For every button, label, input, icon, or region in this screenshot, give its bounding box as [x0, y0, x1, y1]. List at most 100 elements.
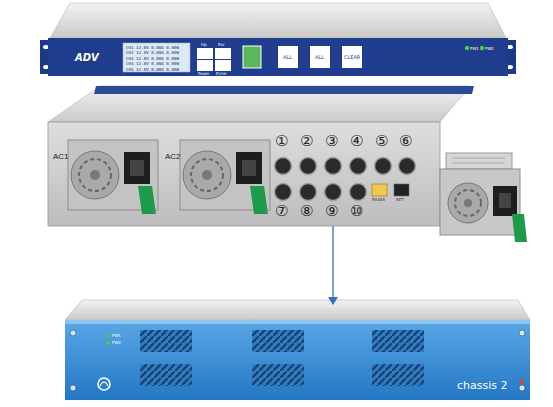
connector-line: [332, 226, 333, 298]
ac-socket-inner: [499, 193, 511, 208]
button-label: Enter: [216, 72, 227, 76]
vent-grille: [372, 364, 424, 386]
top-plate: [65, 300, 530, 320]
output-port: [325, 158, 342, 175]
psu-body: [440, 169, 520, 235]
button-label: ALL: [315, 55, 324, 60]
function-button: [342, 46, 362, 68]
rear-unit-box: AC1 AC2: [48, 122, 440, 226]
vent-grille: [252, 364, 304, 386]
part-name: AC1: [53, 153, 69, 161]
front-unit-box: ADV: [48, 38, 508, 76]
button-label: Up: [201, 43, 206, 47]
lcd-line: CH5 12.0V 0.00A 0.00W: [126, 68, 179, 72]
output-port: [300, 184, 317, 201]
nav-button: [197, 48, 213, 59]
callout-number: ④: [350, 134, 363, 149]
fan-hub: [464, 199, 472, 207]
output-port: [399, 158, 416, 175]
fan-grille: [79, 159, 111, 191]
callout-number: ⑨: [325, 204, 338, 219]
part-name: AC2: [165, 153, 181, 161]
vent-grille: [140, 330, 192, 352]
rack-screw: [70, 385, 76, 391]
pulled-power-supply: [440, 153, 527, 242]
psu-handle: [250, 186, 268, 214]
front-unit: [40, 3, 516, 76]
output-port: [275, 158, 292, 175]
arrow-head: [328, 297, 338, 305]
callout-number: ⑤: [375, 134, 388, 149]
top-plate: [50, 3, 506, 38]
chassis-unit: [65, 300, 530, 400]
psu-rib: [452, 158, 505, 159]
front-face: [65, 320, 530, 400]
fan-grille: [191, 159, 223, 191]
function-button: [278, 46, 298, 68]
status-led: [106, 334, 110, 338]
led-label: PW1: [470, 47, 479, 51]
network-port: [394, 184, 409, 196]
chassis-box: chassis 2: [65, 300, 530, 400]
fan: [71, 151, 119, 199]
lcd-line: CH3 12.0V 0.00A 0.00W: [126, 57, 179, 61]
callout-number: ⑥: [399, 134, 412, 149]
front-face: [48, 38, 508, 76]
ac-socket-inner: [130, 160, 144, 176]
status-led: [106, 341, 110, 345]
output-port: [325, 184, 342, 201]
psu-handle: [512, 214, 527, 242]
rack-screw: [519, 330, 525, 336]
rear-face: [48, 122, 440, 226]
nav-button: [197, 60, 213, 71]
ac-socket-inner: [242, 160, 256, 176]
ac-socket: [493, 186, 517, 216]
lcd-line: CH4 12.0V 0.00A 0.00W: [126, 62, 179, 66]
brand-logo: [100, 382, 108, 386]
rack-screw: [519, 385, 525, 391]
function-button: [310, 46, 330, 68]
vent-grille: [140, 364, 192, 386]
signal-arrow: [328, 226, 338, 305]
rs485-port: [372, 184, 387, 196]
brand-logo: [98, 378, 110, 390]
ac-socket: [124, 152, 150, 184]
status-led: [480, 46, 484, 50]
nav-button: [215, 48, 231, 59]
output-port: [375, 158, 392, 175]
output-ports: [275, 158, 416, 201]
power-supply: [68, 140, 158, 214]
psu-top: [446, 153, 512, 169]
face-highlight: [65, 320, 530, 324]
callout-number: ③: [325, 134, 338, 149]
device-name: chassis 2: [457, 380, 508, 391]
output-port: [350, 184, 367, 201]
rack-ear-strip: [94, 86, 474, 94]
rear-unit: [48, 86, 527, 242]
vent-grille: [372, 330, 424, 352]
callout-number: ⑦: [275, 204, 288, 219]
output-port: [350, 158, 367, 175]
lcd-screen: [123, 43, 190, 72]
fan-grille: [455, 190, 481, 216]
status-led: [465, 46, 469, 50]
brand-mark: [520, 378, 524, 386]
fan-hub: [202, 170, 212, 180]
callout-number: ①: [275, 134, 288, 149]
callout-number: ②: [300, 134, 313, 149]
fan: [448, 183, 488, 223]
callout-number: ⑩: [350, 204, 363, 219]
power-supply: [180, 140, 270, 214]
port-label: RS485: [372, 198, 385, 202]
vent-grille: [252, 330, 304, 352]
button-label: ALL: [283, 55, 292, 60]
lcd-line: CH1 12.0V 0.00A 0.00W: [126, 46, 179, 50]
psu-handle: [138, 186, 156, 214]
rack-screw: [70, 330, 76, 336]
nav-button: [215, 60, 231, 71]
fan: [183, 151, 231, 199]
lcd-line: CH2 12.0V 0.00A 0.00W: [126, 51, 179, 55]
fan-hub: [90, 170, 100, 180]
output-port: [300, 158, 317, 175]
